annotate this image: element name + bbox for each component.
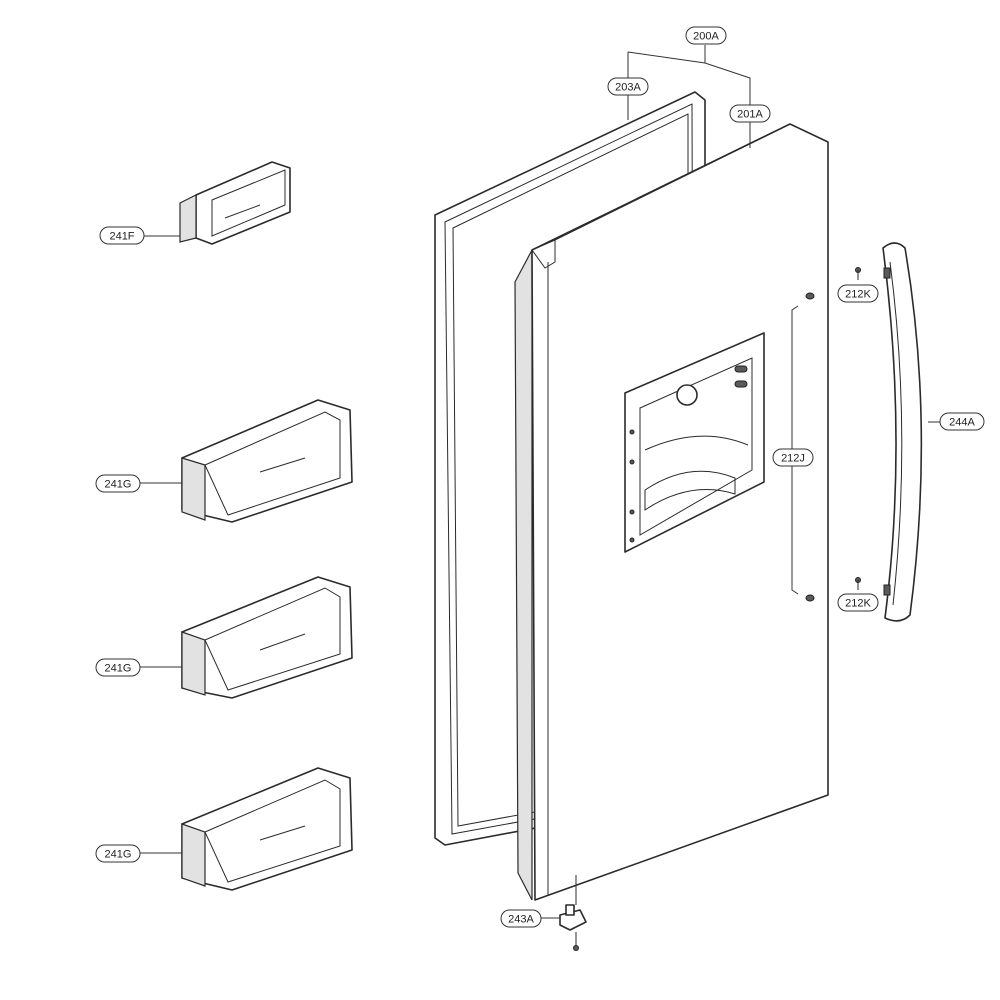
- callout-label: 243A: [508, 914, 534, 926]
- door-hinge[interactable]: [559, 875, 587, 951]
- door-handle[interactable]: [882, 242, 923, 622]
- callout-handle: 244A: [939, 412, 985, 431]
- callout-label: 241G: [105, 663, 132, 675]
- callout-screw-bottom: 212K: [837, 593, 879, 612]
- callout-gasket: 203A: [607, 77, 649, 96]
- bin-lower[interactable]: [181, 767, 353, 891]
- screw-bottom[interactable]: [855, 577, 861, 591]
- callout-label: 244A: [949, 417, 975, 429]
- callout-bin-lower: 241G: [95, 844, 141, 863]
- callout-screw-top: 212K: [837, 284, 879, 303]
- callout-bin-upper: 241G: [95, 474, 141, 493]
- bin-upper[interactable]: [181, 399, 353, 523]
- bin-middle[interactable]: [181, 576, 353, 699]
- callout-door-assembly: 200A: [685, 26, 727, 45]
- callout-label: 212J: [781, 453, 805, 465]
- callout-label: 203A: [615, 82, 641, 94]
- callout-label: 201A: [737, 109, 763, 121]
- screw-top[interactable]: [855, 267, 861, 281]
- callout-hinge: 243A: [500, 909, 542, 928]
- callout-bin-small: 241F: [99, 226, 145, 245]
- callout-label: 212K: [845, 598, 871, 610]
- callout-door-foam: 201A: [729, 104, 771, 123]
- bin-small[interactable]: [179, 161, 291, 245]
- handle-mount-screws[interactable]: [805, 292, 815, 602]
- callout-label: 241G: [105, 849, 132, 861]
- callout-handle-screws: 212J: [772, 448, 814, 467]
- dispenser-cavity: [624, 332, 765, 553]
- callout-bin-middle: 241G: [95, 658, 141, 677]
- callout-label: 241G: [105, 479, 132, 491]
- callout-label: 241F: [109, 231, 134, 243]
- callout-label: 200A: [693, 31, 719, 43]
- callout-label: 212K: [845, 289, 871, 301]
